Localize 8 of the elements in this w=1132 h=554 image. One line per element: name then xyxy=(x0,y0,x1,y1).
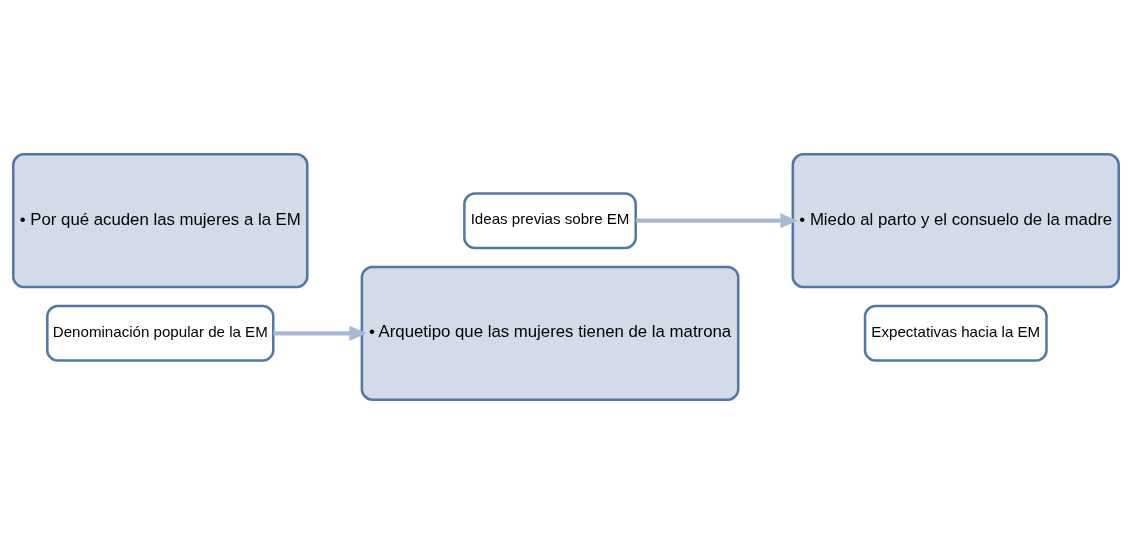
node-box: • Miedo al parto y el consuelo de la madre xyxy=(791,153,1120,289)
node-box: • Arquetipo que las mujeres tienen de la matrona xyxy=(360,265,740,401)
node-box: Denominación popular de la EM xyxy=(46,304,275,362)
arrow xyxy=(273,325,367,341)
node-box: Expectativas hacia la EM xyxy=(863,304,1048,362)
arrow xyxy=(635,213,798,229)
node-box: • Por qué acuden las mujeres a la EM xyxy=(12,153,309,289)
node-box: Ideas previas sobre EM xyxy=(463,192,637,250)
